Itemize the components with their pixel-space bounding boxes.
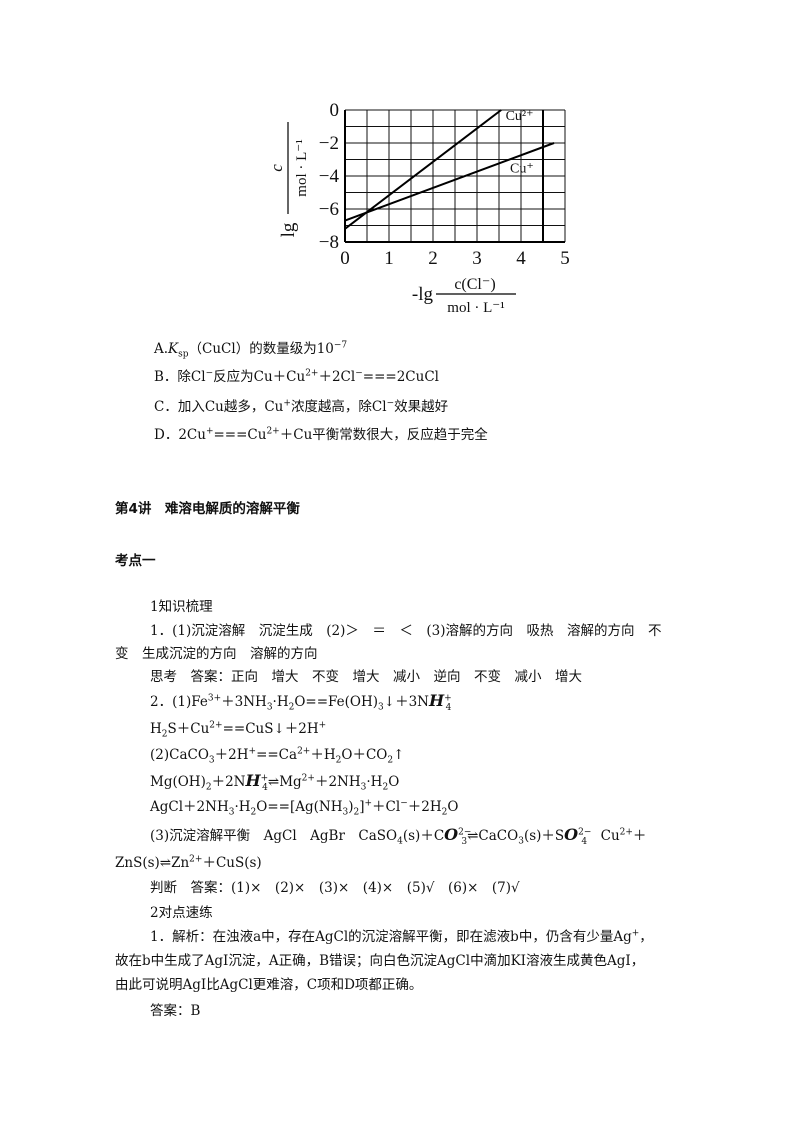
x-label-prefix: -lg: [412, 284, 434, 305]
y-label-prefix: lg: [278, 222, 299, 237]
y-label-den: mol · L⁻¹: [294, 139, 310, 196]
y-tick-label: −8: [319, 232, 339, 253]
chart-series: Cu²⁺ Cu⁺: [344, 109, 555, 230]
series-label: Cu⁺: [510, 162, 534, 177]
option-c: C．加入Cu越多，Cu+浓度越高，除Cl−效果越好: [154, 398, 449, 415]
section-title: 第4讲 难溶电解质的溶解平衡: [115, 501, 300, 517]
text-line-12: 判断 答案：(1)× (2)× (3)× (4)× (5)√ (6)× (7)√: [150, 880, 520, 896]
chart-labels: lg c mol · L⁻¹ -lg c(Cl⁻) mol · L⁻¹: [267, 122, 516, 316]
y-tick-label: −2: [319, 133, 339, 154]
y-tick-label: 0: [330, 100, 340, 121]
chart: Cu²⁺ Cu⁺ 0 1 2 3 4 5 0 −2 −4 −6 −8 lg c mol · L⁻¹ -lg c…: [267, 100, 570, 316]
equation-mgoh: Mg(OH)2＋2NH+4⇌Mg2+＋2NH3·H2O: [150, 771, 400, 793]
text-line-3: 变 生成沉淀的方向 溶解的方向: [115, 646, 318, 662]
y-label-num: c: [267, 164, 286, 172]
kaodian-title: 考点一: [115, 553, 156, 569]
series-label: Cu²⁺: [506, 109, 534, 124]
equation-cus: H2S＋Cu2+==CuS↓＋2H+: [150, 720, 327, 740]
text-line-17: 答案：B: [150, 1003, 201, 1019]
text-line-15: 故在b中生成了AgI沉淀，A正确，B错误；向白色沉淀AgCl中滴加KI溶液生成黄…: [115, 953, 645, 969]
text-line-16: 由此可说明AgI比AgCl更难溶，C项和D项都正确。: [115, 977, 423, 993]
text-line-4: 思考 答案：正向 增大 不变 增大 减小 逆向 不变 减小 增大: [150, 669, 582, 685]
chart-ticks: 0 1 2 3 4 5 0 −2 −4 −6 −8: [319, 100, 570, 269]
option-d: D．2Cu+===Cu2+＋Cu平衡常数很大，反应趋于完全: [154, 426, 488, 443]
text-line-14: 1．解析：在浊液a中，存在AgCl的沉淀溶解平衡，即在滤液b中，仍含有少量Ag+…: [150, 928, 653, 945]
x-tick-label: 2: [428, 248, 438, 269]
y-tick-label: −4: [319, 166, 340, 187]
x-tick-label: 3: [472, 248, 482, 269]
x-tick-label: 1: [384, 248, 394, 269]
equation-caco3: (2)CaCO3＋2H+==Ca2+＋H2O＋CO2↑: [150, 746, 405, 766]
x-label-den: mol · L⁻¹: [447, 300, 504, 316]
equation-zns: ZnS(s)⇌Zn2+＋CuS(s): [115, 854, 262, 871]
chart-grid: [344, 109, 566, 243]
y-tick-label: −6: [319, 199, 339, 220]
series-line: [344, 142, 555, 222]
option-b: B．除Cl−反应为Cu＋Cu2+＋2Cl−===2CuCl: [154, 368, 439, 385]
x-tick-label: 0: [340, 248, 350, 269]
text-line-1: 1知识梳理: [150, 599, 213, 615]
y-axis-label: lg c mol · L⁻¹: [267, 122, 310, 237]
equation-precip: (3)沉淀溶解平衡 AgCl AgBr CaSO4(s)＋CO2−3⇌CaCO3…: [150, 825, 647, 847]
series-line: [344, 109, 502, 230]
x-tick-label: 4: [516, 248, 526, 269]
x-label-num: c(Cl⁻): [454, 276, 495, 293]
equation-fe: 2．(1)Fe3+＋3NH3·H2O==Fe(OH)3↓＋3NH+4: [150, 691, 452, 713]
text-line-2: 1．(1)沉淀溶解 沉淀生成 (2)＞ ＝ ＜ (3)溶解的方向 吸热 溶解的方…: [150, 623, 662, 639]
text-line-13: 2对点速练: [150, 905, 213, 921]
x-tick-label: 5: [560, 248, 570, 269]
option-a: A.Ksp（CuCl）的数量级为10−7: [154, 340, 348, 360]
equation-agcl: AgCl＋2NH3·H2O==[Ag(NH3)2]+＋Cl−＋2H2O: [150, 798, 459, 818]
